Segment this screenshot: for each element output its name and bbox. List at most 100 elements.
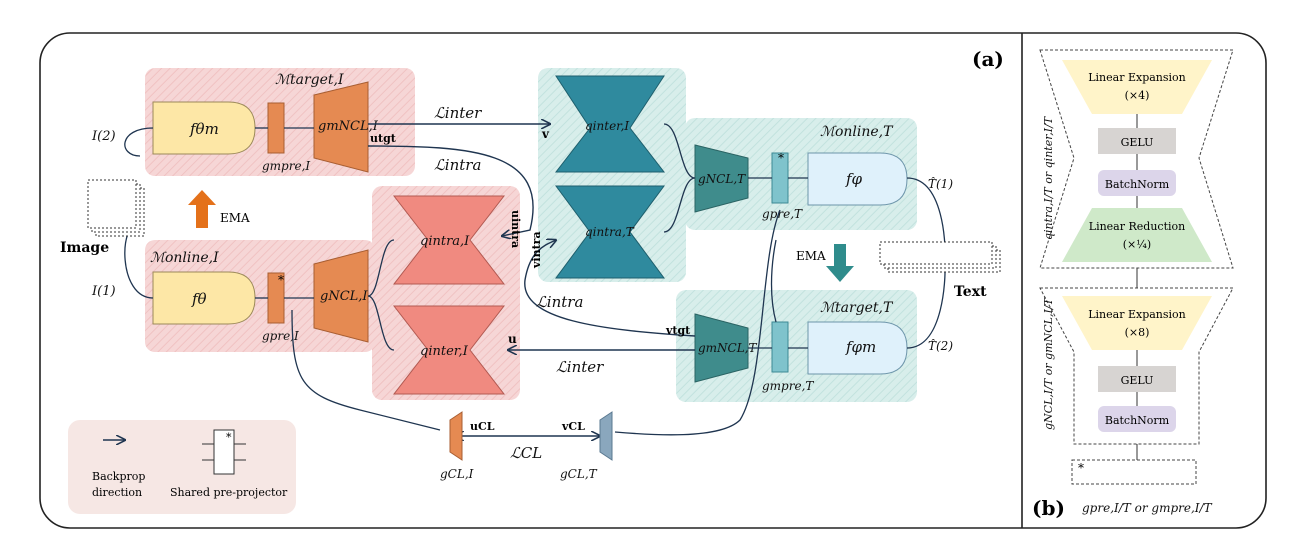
head-inter-i-top: [554, 75, 666, 173]
loss-inter-top: ℒinter: [434, 104, 482, 122]
loss-intra-bottom: ℒintra: [536, 293, 583, 311]
panel-b-tag: (b): [1032, 496, 1065, 520]
legend-backprop-2: direction: [92, 486, 142, 499]
b-top-side-label: qintra,I/T or qinter,I/T: [1042, 115, 1055, 240]
ncl-t-label: gNCL,T: [698, 172, 746, 186]
b-top-gelu-label: GELU: [1121, 136, 1154, 149]
head-intra-i-label: qintra,I: [420, 234, 470, 249]
encoder-f-theta: [152, 271, 256, 325]
pre-projector-i-star: *: [278, 273, 284, 287]
ncl-i-m-label: gmNCL,I: [318, 119, 379, 134]
b-bottom-side-label: gNCL,I/T or gmNCL,I/T: [1042, 296, 1055, 430]
b-bottom-expansion-factor: (×8): [1125, 326, 1150, 339]
pre-projector-i-m: [267, 102, 285, 154]
pre-projector-t-m: [771, 321, 789, 373]
vec-u: u: [508, 332, 517, 346]
head-inter-i-label: qinter,I: [420, 344, 469, 359]
cl-head-i: [449, 411, 463, 461]
input-i2: I(2): [91, 129, 116, 144]
image-input-stack: [87, 179, 145, 237]
b-bottom-gelu-label: GELU: [1121, 374, 1154, 387]
loss-inter-bottom: ℒinter: [556, 358, 604, 376]
pre-projector-t-label: gpre,T: [762, 207, 803, 221]
label-online-text: ℳonline,T: [820, 124, 894, 140]
loss-cl: ℒCL: [510, 444, 542, 462]
head-inter-i-top-label: qinter,I: [585, 119, 629, 133]
b-top-gelu: [1098, 128, 1176, 154]
ncl-t-m: [694, 313, 749, 383]
b-top-reduction-label: Linear Reduction: [1089, 220, 1185, 233]
vec-v-tgt: vtgt: [665, 324, 691, 337]
b-pre-label: gpre,I/T or gmpre,I/T: [1082, 501, 1213, 515]
ncl-t: [694, 144, 749, 213]
head-intra-t: [555, 185, 665, 279]
legend-star: *: [226, 431, 232, 444]
shared-projector-icon: [213, 429, 235, 475]
input-i1: I(1): [91, 284, 116, 299]
image-label: Image: [60, 240, 109, 256]
cl-head-t-label: gCL,T: [560, 467, 598, 481]
group-text-heads: [538, 68, 686, 282]
head-intra-t-label: qintra,T: [585, 225, 635, 239]
loss-intra-top: ℒintra: [434, 156, 481, 174]
input-t2: T̂(2): [928, 338, 953, 353]
b-top-expansion: [1062, 60, 1212, 114]
b-bottom-expansion: [1062, 296, 1212, 350]
panel-a-frame: [39, 32, 1267, 529]
b-top-batchnorm: [1098, 170, 1176, 196]
vec-u-cl: uCL: [470, 420, 495, 433]
encoder-f-phi-m-label: fφm: [845, 338, 876, 356]
b-top-expansion-factor: (×4): [1125, 89, 1150, 102]
ncl-t-m-label: gmNCL,T: [698, 341, 758, 355]
ema-text-arrow: [826, 244, 854, 282]
b-bottom-batchnorm-label: BatchNorm: [1105, 414, 1170, 427]
input-t1: T̂(1): [928, 176, 953, 191]
b-pre-star: *: [1078, 461, 1084, 475]
cl-head-t: [599, 411, 613, 461]
pre-projector-t-star: *: [778, 151, 784, 165]
text-label: Text: [954, 284, 987, 300]
encoder-f-phi: [807, 152, 908, 206]
encoder-f-theta-m: [152, 101, 256, 155]
vec-u-tgt: utgt: [370, 132, 397, 145]
legend-shared: Shared pre-projector: [170, 486, 288, 499]
b-top-expansion-label: Linear Expansion: [1088, 71, 1186, 84]
b-top-reduction: [1062, 208, 1212, 262]
pre-projector-t-m-label: gmpre,T: [762, 379, 814, 393]
vec-v-intra: vintra: [530, 231, 543, 269]
ema-text-label: EMA: [796, 249, 826, 263]
b-top-reduction-factor: (×¼): [1123, 238, 1151, 251]
cl-head-i-label: gCL,I: [440, 467, 474, 481]
ncl-i-m: [313, 81, 369, 173]
head-inter-i: [392, 305, 506, 395]
encoder-f-phi-label: fφ: [845, 170, 863, 188]
vec-u-intra: uintra: [509, 210, 522, 248]
b-bottom-batchnorm: [1098, 406, 1176, 432]
label-target-image: ℳtarget,I: [275, 72, 344, 88]
b-top-batchnorm-label: BatchNorm: [1105, 178, 1170, 191]
b-bottom-gelu: [1098, 366, 1176, 392]
b-pre-projector: [1071, 459, 1197, 485]
loss-arrows: [367, 124, 696, 436]
ema-image-label: EMA: [220, 211, 250, 225]
label-target-text: ℳtarget,T: [820, 300, 894, 316]
ncl-i: [313, 249, 369, 343]
legend-box: [68, 420, 296, 514]
b-bottom-expansion-label: Linear Expansion: [1088, 308, 1186, 321]
legend-backprop-1: Backprop: [92, 470, 145, 483]
head-intra-i: [392, 195, 506, 285]
ema-image-arrow: [188, 190, 216, 228]
pre-projector-i-m-label: gmpre,I: [262, 159, 310, 173]
encoder-f-theta-m-label: fθm: [189, 120, 219, 138]
vec-v-cl: vCL: [561, 420, 585, 433]
panel-b-top-outline: [1039, 49, 1234, 269]
group-image-heads: [372, 186, 520, 400]
label-online-image: ℳonline,I: [150, 250, 219, 266]
pre-projector-i-label: gpre,I: [262, 329, 299, 343]
encoder-f-theta-label: fθ: [191, 290, 207, 308]
text-input-stack: [879, 241, 1001, 273]
panel-a-tag: (a): [972, 47, 1004, 71]
panel-b-bottom-outline: [1039, 287, 1234, 445]
ncl-i-label: gNCL,I: [320, 289, 368, 304]
